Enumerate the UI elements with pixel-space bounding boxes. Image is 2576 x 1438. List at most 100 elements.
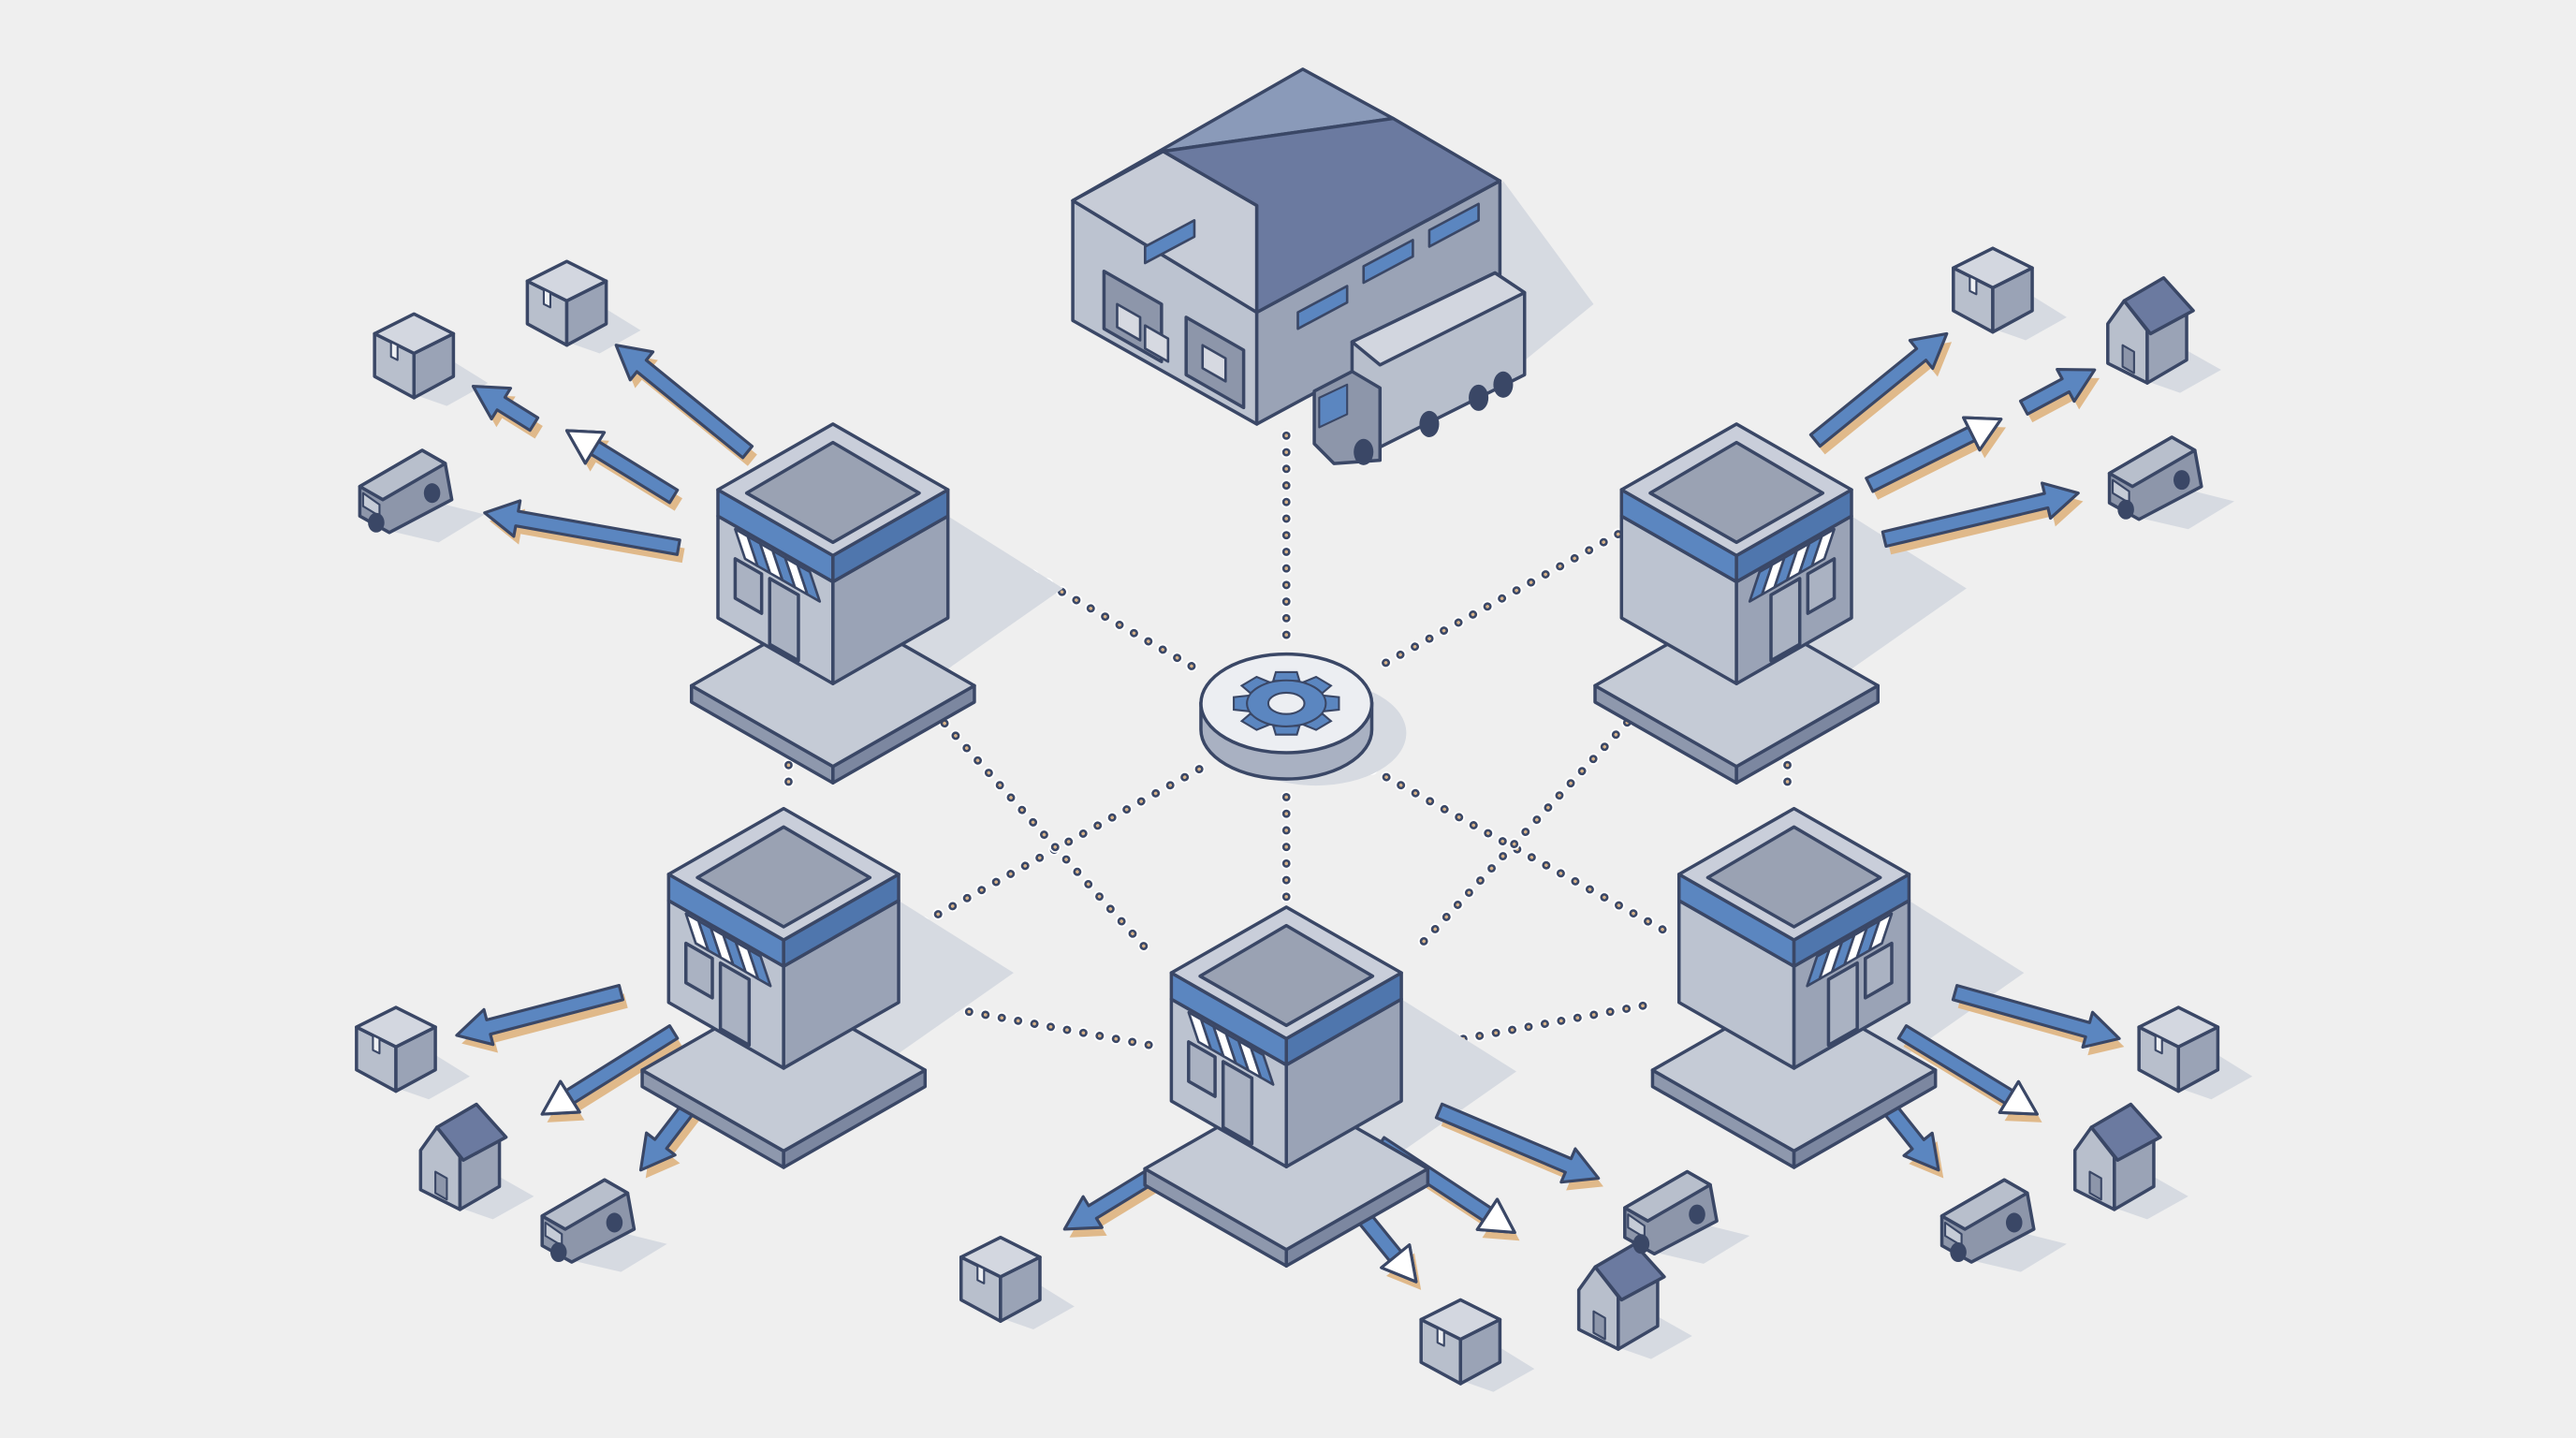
- striped-awning: [1187, 1010, 1275, 1086]
- gear-hole: [1266, 691, 1306, 715]
- house-icon: [418, 1102, 508, 1211]
- roof-inset: [695, 825, 872, 929]
- truck-icon: [1312, 271, 1527, 465]
- package-icon: [959, 1235, 1042, 1323]
- delivery-arrow: [614, 344, 757, 466]
- warehouse-roof-right: [1161, 116, 1502, 315]
- delivery-van-icon: [358, 448, 454, 535]
- van-roof: [1623, 1169, 1712, 1223]
- delivery-arrow: [1881, 481, 2084, 555]
- base-top: [1650, 987, 1938, 1153]
- package-shadow: [1460, 1347, 1535, 1392]
- truck-wheel: [1419, 410, 1440, 437]
- arrow-body: [455, 984, 624, 1047]
- package-tape: [389, 341, 399, 361]
- van-wheel: [368, 512, 385, 533]
- store-window: [1187, 1040, 1217, 1098]
- store-door: [1769, 577, 1802, 663]
- store-window: [1863, 941, 1894, 1000]
- package-shadow: [2178, 1054, 2253, 1100]
- package-icon: [2137, 1005, 2220, 1093]
- house-roof: [2122, 275, 2195, 336]
- house-door: [2088, 1170, 2102, 1201]
- destination-icons: [355, 246, 2220, 1386]
- delivery-arrow-outline: [564, 429, 682, 511]
- van-shadow: [2139, 490, 2234, 530]
- package-tape: [1969, 274, 1978, 296]
- striped-awning: [684, 912, 772, 988]
- van-wheel: [606, 1212, 623, 1233]
- van-wheel: [1632, 1234, 1650, 1255]
- delivery-arrow: [483, 499, 685, 564]
- store-window: [1806, 557, 1837, 615]
- house-icon: [2106, 275, 2195, 385]
- house-shadow: [2146, 348, 2221, 393]
- house-shadow: [460, 1175, 534, 1220]
- package-icon: [373, 312, 456, 400]
- awning-stripe: [734, 527, 759, 567]
- warehouse-window: [1296, 285, 1349, 330]
- base-top: [689, 603, 976, 769]
- house-roof: [2089, 1102, 2162, 1162]
- package-icon: [1143, 324, 1170, 363]
- truck-trailer-top: [1350, 271, 1527, 367]
- arrow-body: [1434, 1102, 1601, 1184]
- house-icon: [1576, 1241, 1666, 1351]
- arrow-head: [1962, 416, 2003, 452]
- dotted-link: [1368, 530, 1623, 675]
- van-roof: [2107, 435, 2197, 489]
- awning-stripe: [684, 912, 710, 952]
- store-door: [718, 961, 752, 1048]
- store-middle-right: [1650, 806, 1938, 1169]
- package-shadow: [395, 1054, 470, 1100]
- arrow-head: [540, 1079, 581, 1116]
- base-top: [1593, 603, 1881, 769]
- delivery-van-icon: [1939, 1178, 2036, 1264]
- store-window: [733, 557, 764, 615]
- striped-awning: [734, 527, 822, 603]
- van-wheel: [549, 1242, 567, 1263]
- package-tape: [372, 1034, 381, 1055]
- dotted-link-halo: [1366, 528, 1624, 677]
- delivery-van-icon: [1623, 1169, 1719, 1256]
- house-roof: [435, 1102, 508, 1162]
- store-window: [683, 941, 714, 1000]
- truck-wheel: [1469, 384, 1489, 411]
- delivery-arrow: [1434, 1102, 1603, 1191]
- van-wheel: [2005, 1212, 2023, 1233]
- house-door: [434, 1170, 448, 1201]
- van-shadow: [388, 503, 485, 543]
- van-roof: [358, 448, 447, 502]
- delivery-arrow: [2018, 367, 2100, 423]
- house-door: [2121, 344, 2135, 374]
- warehouse-window: [1427, 202, 1480, 248]
- warehouse-window: [1143, 219, 1196, 265]
- awning-stripe: [1187, 1010, 1212, 1050]
- awning-stripe: [1810, 527, 1836, 567]
- delivery-van-icon: [2107, 435, 2203, 521]
- dotted-link: [1368, 765, 1680, 941]
- store-top-right: [1593, 422, 1881, 785]
- dotted-link-fill: [1427, 1004, 1645, 1048]
- warehouse: [1071, 67, 1502, 426]
- striped-awning: [1806, 912, 1894, 988]
- delivery-arrow: [1808, 331, 1953, 455]
- van-roof: [1939, 1178, 2029, 1231]
- awning-stripe: [1867, 912, 1894, 952]
- arrow-body: [483, 499, 681, 556]
- delivery-arrow-outline: [1865, 416, 2006, 500]
- van-wheel: [1950, 1242, 1967, 1263]
- arrow-shadow: [1815, 342, 1953, 455]
- dotted-link-fill: [901, 767, 1201, 935]
- arrow-shadow: [1871, 425, 2006, 500]
- package-tape: [1436, 1327, 1445, 1347]
- truck-windshield: [1318, 383, 1349, 429]
- package-tape: [542, 287, 552, 309]
- arrow-head: [1475, 1197, 1516, 1235]
- store-bottom-center: [1143, 905, 1430, 1269]
- van-shadow: [1971, 1232, 2067, 1272]
- house-shadow: [2114, 1175, 2188, 1220]
- package-shadow: [566, 309, 641, 354]
- van-shadow: [1654, 1224, 1750, 1264]
